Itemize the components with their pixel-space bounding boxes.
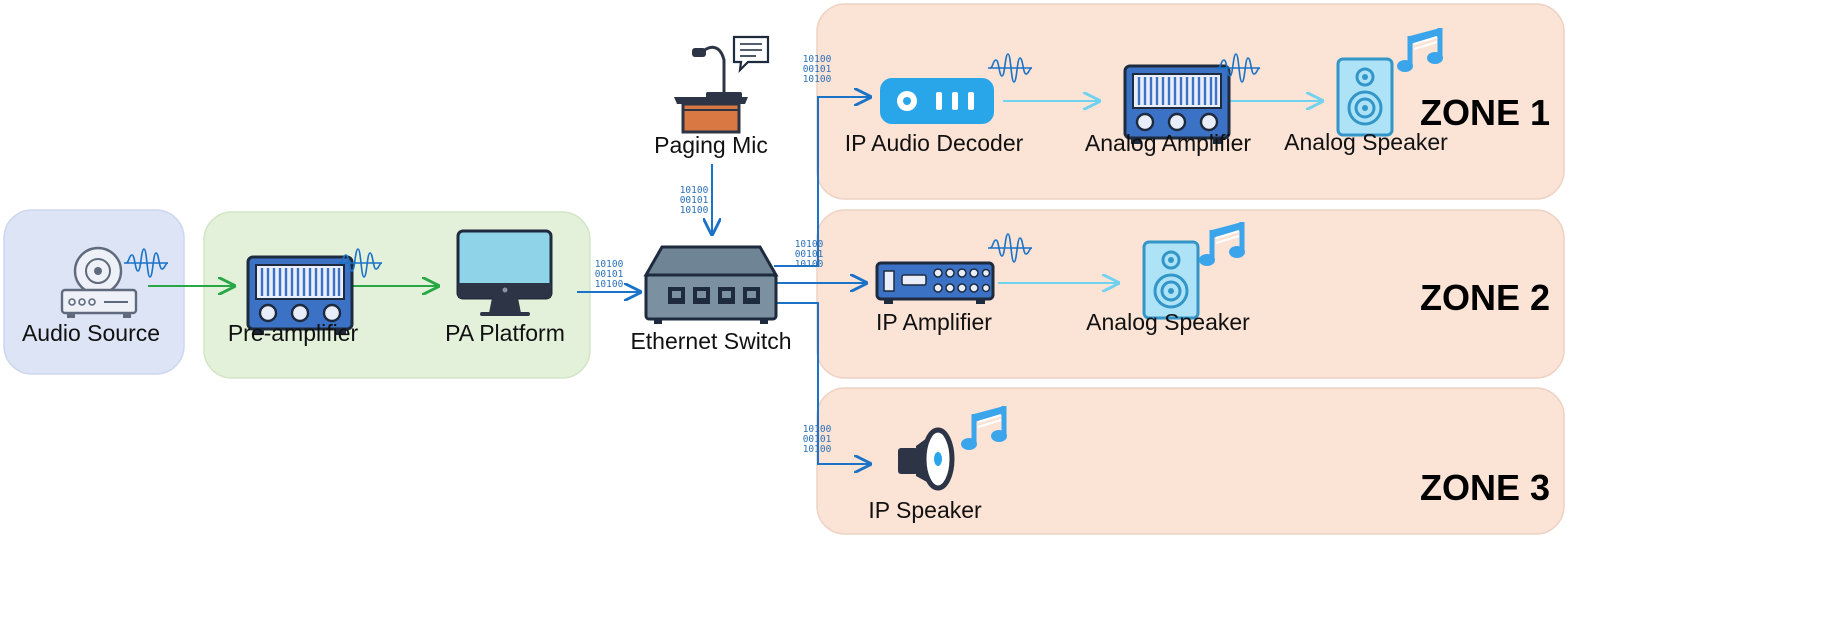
network-switch-icon	[643, 245, 779, 324]
label-pre-amplifier: Pre-amplifier	[228, 320, 359, 346]
bits-switch-zone3	[802, 424, 832, 455]
speaker-icon	[1336, 57, 1394, 137]
monitor-icon	[456, 229, 553, 316]
bits-switch-zone2	[794, 239, 824, 270]
bits-platform-switch	[594, 259, 624, 290]
bits-mic-switch	[679, 185, 709, 216]
amplifier-icon	[875, 261, 995, 304]
label-ip-audio-decoder: IP Audio Decoder	[845, 130, 1024, 156]
label-zone1-amplifier: Analog Amplifier	[1085, 130, 1252, 156]
connectors	[148, 97, 1322, 464]
label-ethernet-switch: Ethernet Switch	[630, 328, 791, 354]
label-audio-source: Audio Source	[22, 320, 160, 346]
zone1-title: ZONE 1	[1420, 92, 1550, 133]
label-paging-mic: Paging Mic	[654, 132, 768, 158]
label-ip-amplifier: IP Amplifier	[876, 309, 992, 335]
label-ip-speaker: IP Speaker	[868, 497, 982, 523]
label-zone2-speaker: Analog Speaker	[1086, 309, 1250, 335]
podium-microphone-icon	[674, 45, 748, 134]
line-switch-to-zone3	[774, 302, 870, 464]
megaphone-icon	[898, 427, 955, 491]
decoder-icon	[880, 78, 994, 124]
zone3-title: ZONE 3	[1420, 467, 1550, 508]
label-zone1-speaker: Analog Speaker	[1284, 129, 1448, 155]
cd-player-icon	[60, 246, 138, 318]
zone2-title: ZONE 2	[1420, 277, 1550, 318]
chat-bubble-icon	[732, 35, 770, 74]
label-pa-platform: PA Platform	[445, 320, 565, 346]
speaker-icon	[1142, 240, 1200, 320]
bits-switch-zone1	[802, 54, 832, 85]
